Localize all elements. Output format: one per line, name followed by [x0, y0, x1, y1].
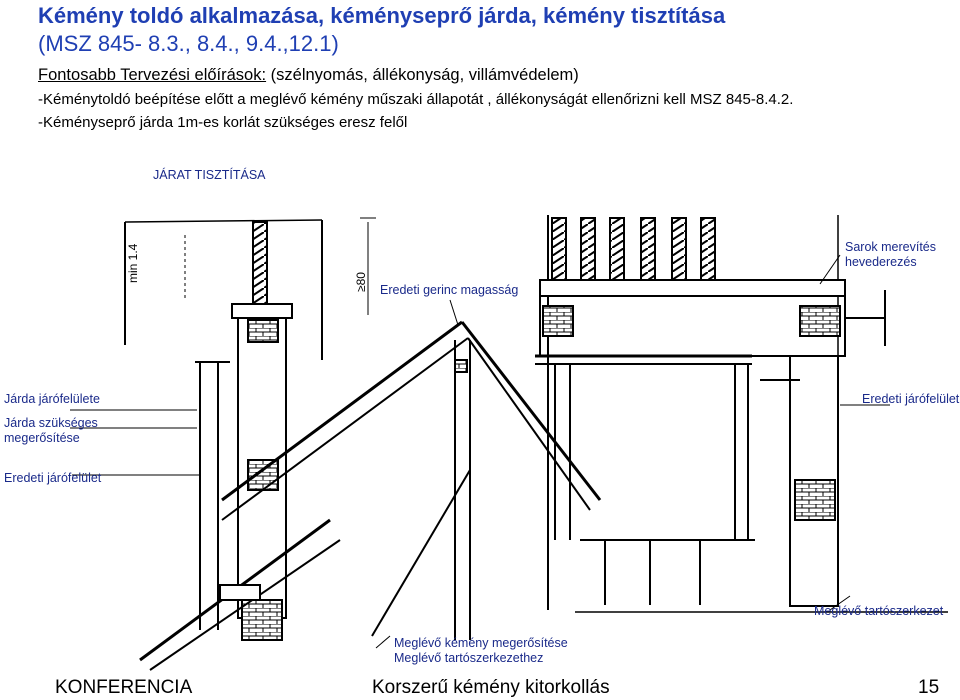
slide-title-line1: Kémény toldó alkalmazása, kéményseprő já… — [38, 3, 726, 28]
footer-conference: KONFERENCIA — [55, 677, 193, 698]
dimension-min: min 1.4 — [126, 243, 140, 283]
label-eredeti-jarofelulet-left: Eredeti járófelület — [4, 471, 102, 485]
label-eredeti-jarofelulet-right: Eredeti járófelület — [862, 392, 960, 406]
label-sarok-merevites: Sarok merevítés hevederezés — [845, 240, 937, 269]
requirements-heading-label: Fontosabb Tervezési előírások: — [38, 66, 267, 84]
page-number: 15 — [918, 677, 940, 698]
dimension-ge80: ≥80 — [354, 272, 368, 292]
label-kemeny-megerositese: Meglévő kémény megerősítése — [394, 636, 568, 650]
label-jarat-tisztitasa: JÁRAT TISZTÍTÁSA — [153, 168, 266, 182]
requirement-item-2: -Kéményseprő járda 1m-es korlát szüksége… — [38, 114, 408, 131]
requirements-heading-rest: (szélnyomás, állékonyság, villámvédelem) — [266, 66, 579, 84]
leader-lines — [70, 254, 890, 649]
left-diagram — [124, 217, 602, 671]
requirement-item-1: -Kéménytoldó beépítése előtt a meglévő k… — [38, 91, 794, 108]
requirements-heading: Fontosabb Tervezési előírások: (szélnyom… — [38, 66, 579, 85]
right-diagram — [535, 215, 948, 613]
label-jarda-jarofelulete: Járda járófelülete — [4, 392, 100, 406]
label-tartoszerkezethez: Meglévő tartószerkezethez — [394, 651, 544, 665]
label-meglevo-tartoszerkezet: Meglévő tartószerkezet — [814, 604, 944, 618]
label-jarda-megerositese: Járda szükséges megerősítése — [4, 416, 98, 445]
footer-title: Korszerű kémény kitorkollás — [372, 677, 610, 698]
label-eredeti-gerinc: Eredeti gerinc magasság — [380, 283, 519, 297]
slide-title-line2: (MSZ 845- 8.3., 8.4., 9.4.,12.1) — [38, 31, 339, 56]
